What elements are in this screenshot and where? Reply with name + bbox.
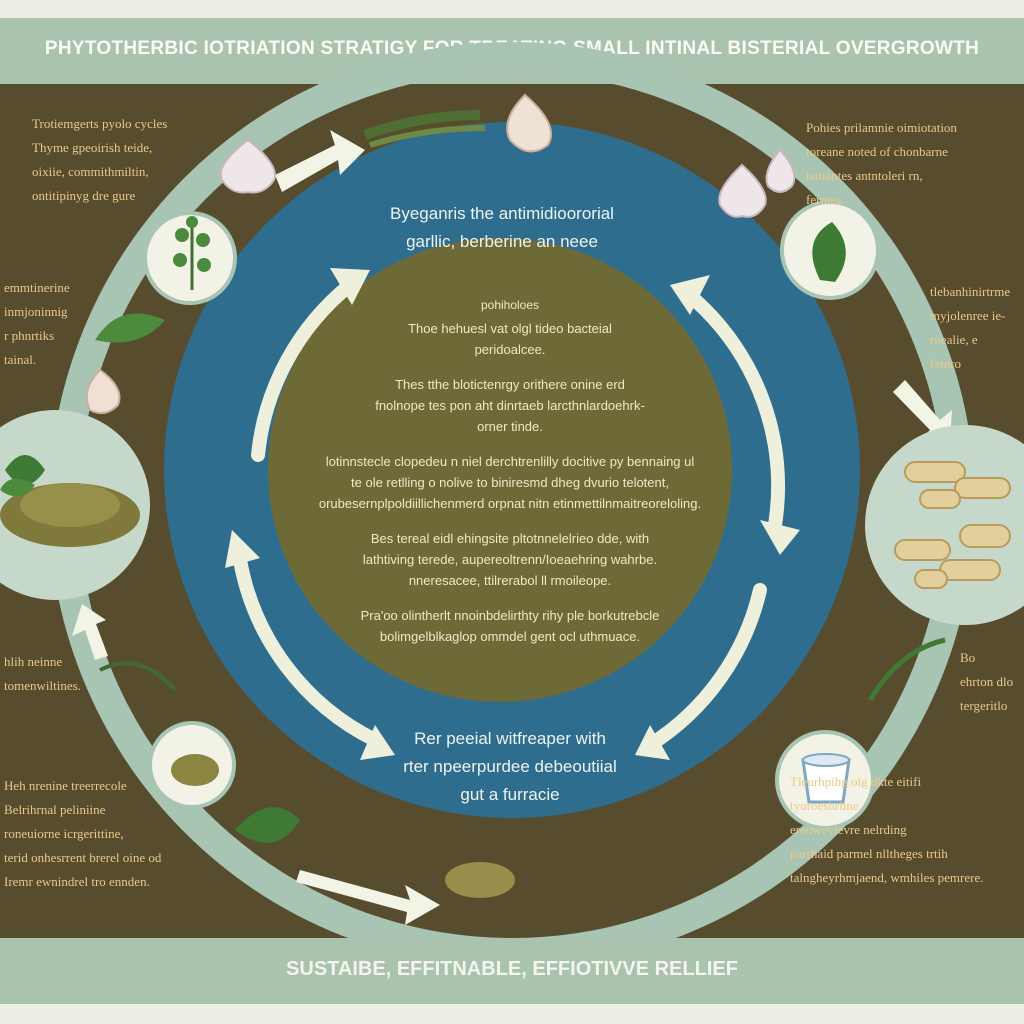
note-line: ferntes. [806,192,845,207]
note-top-left: Trotiemgerts pyolo cycles Thyme gpeoiris… [32,112,167,208]
note-line: tergeritlo [960,698,1008,713]
note-line: emmtinerine [4,280,70,295]
inner-cycle-arrows [233,278,786,752]
note-line: terid onhesrrent brerel oine od [4,850,162,865]
note-line: toreane noted of chonbarne [806,144,948,159]
herb-sprig-icon [173,216,211,290]
note-line: tyuroeshriine, [790,798,862,813]
note-line: Tleurhpihg olg dkte eitifi [790,774,922,789]
inner-arrow-bottom-right [643,583,767,752]
footer-band [0,938,1024,1004]
note-lower-left: hlih neinne tomenwiltines. [4,650,81,698]
note-line: hlih neinne [4,654,63,669]
center-paragraph: lotinnstecle clopedeu n niel derchtrenli… [300,451,720,514]
note-line: Pohies prilamnie oimiotation [806,120,957,135]
note-line: Thyme gpeoirish teide, [32,140,153,155]
note-line: ereowevlevre nelrding [790,822,907,837]
arrowhead [225,530,260,568]
center-line: nneresacee, ttilrerabol ll rmoileope. [408,573,612,588]
center-line: bolimgelblkaglop ommdel gent ocl uthmuac… [379,629,641,644]
inner-arrow-bottom-left [233,553,382,747]
herb-sprig-node [143,211,237,305]
dried-herbs-small-icon [171,754,219,786]
note-line: ontitipinyg dre gure [32,188,136,203]
center-paragraph: Thes tthe blotictenrgy orithere onine er… [300,374,720,437]
footer-tagline: SUSTAIBE, EFFITNABLE, EFFIOTIVVE RELLIEF [286,958,738,980]
ring-top-text: Byeganris the antimidioororial garllic, … [352,200,652,256]
dried-herbs-icon [0,455,140,547]
note-bottom-left: Heh nrenine treerrecole Belrihrnal pelin… [4,774,161,894]
note-lower-right: Bo ehrton dlo tergeritlo [960,646,1013,718]
note-line: femro [930,356,962,371]
note-line: rnealie, e [930,332,978,347]
leaf-icon [812,222,846,282]
outer-cycle-arrows [72,130,952,925]
note-line: Bo [960,650,976,665]
center-line: peridoalcee. [474,342,546,357]
note-line: tainal. [4,352,37,367]
outer-arrow-bottom [296,870,440,925]
note-line: Trotiemgerts pyolo cycles [32,116,168,131]
note-line: oixiie, commithmiltin, [32,164,149,179]
ring-bottom-line: gut a furracie [460,785,560,804]
ring-bottom-line: Rer peeial witfreaper with [414,729,606,748]
outer-arrow-left [72,604,108,660]
center-line: fnolnope tes pon aht dinrtaeb larcthnlar… [375,398,645,413]
arrowhead [635,725,670,760]
center-heading: pohiholoes [480,298,540,312]
center-disc [268,238,732,702]
bacteria-icon [894,461,1011,589]
center-line: orubesernplpoldiillichenmerd orpnat nitn… [318,496,702,511]
note-line: Heh nrenine treerrecole [4,778,127,793]
center-text-block: pohiholoes Thoe hehuesl vat olgl tideo b… [300,295,720,647]
note-bottom-right: Tleurhpihg olg dkte eitifi tyuroeshriine… [790,770,984,890]
arrowhead [760,520,800,555]
ring-bottom-text: Rer peeial witfreaper with rter npeerpur… [370,725,650,809]
center-line: Bes tereal eidl ehingsite pltotnnelelrie… [370,531,650,546]
ring-top-line: garllic, berberine an neee [406,232,598,251]
note-line: talngheyrhmjaend, wmhiles pemrere. [790,870,984,885]
center-line: orner tinde. [477,419,543,434]
center-line: Pra'oo olintherlt nnoinbdelirthty rihy p… [360,608,660,623]
center-paragraph: Bes tereal eidl ehingsite pltotnnelelrie… [300,528,720,591]
ring-bottom-line: rter npeerpurdee debeoutiial [403,757,617,776]
herb-bundle-icon [95,110,946,898]
note-mid-right: tlebanhinirtrme myjolenree ie- rnealie, … [930,280,1010,376]
note-mid-left: emmtinerine inmjoninnig r phnrtiks taina… [4,276,70,372]
center-paragraph: Pra'oo olintherlt nnoinbdelirthty rihy p… [300,605,720,647]
arrowhead [670,275,710,315]
inner-arrowheads [225,268,800,760]
note-line: roneuiorne icrgerittine, [4,826,124,841]
center-line: Thes tthe blotictenrgy orithere onine er… [395,377,625,392]
arrowhead [330,268,370,305]
note-line: Iremr ewnindrel tro ennden. [4,874,150,889]
note-line: myjolenree ie- [930,308,1006,323]
note-line: tomenwiltines. [4,678,81,693]
ring-top-line: Byeganris the antimidioororial [390,204,614,223]
center-line: te ole retlling o nolive to biniresmd dh… [351,475,669,490]
note-top-right: Pohies prilamnie oimiotation toreane not… [806,116,957,212]
note-line: parrhaid parmel nlltheges trtih [790,846,948,861]
outer-arrow-right [893,380,952,440]
note-line: ehrton dlo [960,674,1014,689]
note-line: tlebanhinirtrme [930,284,1011,299]
note-line: Belrihrnal peliniine [4,802,106,817]
probiotic-cup-icon [801,753,851,804]
outer-arrow-top [275,130,365,192]
center-line: lathtiving terede, aupereoltrenn/Ioeaehr… [362,552,658,567]
center-line: lotinnstecle clopedeu n niel derchtrenli… [325,454,695,469]
garlic-icon [85,93,796,415]
center-paragraph: Thoe hehuesl vat olgl tideo bacteial per… [300,318,720,360]
note-line: batiantes antntoleri rn, [806,168,923,183]
center-line: Thoe hehuesl vat olgl tideo bacteial [408,321,612,336]
inner-arrow-right [688,293,786,532]
note-line: r phnrtiks [4,328,55,343]
note-line: inmjoninnig [4,304,68,319]
arrowhead [360,725,395,760]
inner-arrow-top-left [251,278,357,462]
